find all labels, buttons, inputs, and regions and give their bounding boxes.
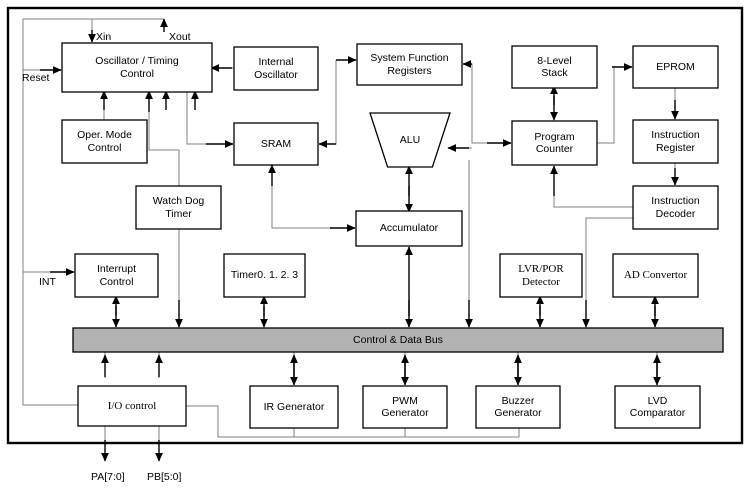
wire-id-to-pc: [553, 173, 633, 208]
block-watch_dog_timer: [135, 185, 222, 230]
block-eight_level_stack: [511, 45, 598, 89]
block-io_control: [77, 385, 187, 427]
block-sram: [233, 122, 319, 166]
block-oscillator_timing_control: [61, 42, 213, 93]
wire-sfr-to-pc: [470, 63, 504, 144]
wire-sfr-col-to-sram: [326, 60, 337, 145]
block-interrupt_control: [74, 253, 159, 298]
block-oper_mode_control: [61, 119, 148, 164]
block-instruction_register: [632, 119, 719, 164]
block-system_function_registers: [356, 43, 463, 86]
block-instruction_decoder: [632, 185, 719, 230]
wire-osc-down-to-sram: [186, 92, 226, 145]
wire-sram-to-acc: [271, 165, 348, 229]
block-program_counter: [511, 120, 598, 166]
block-lvd_comparator: [614, 385, 701, 429]
block-ir_generator: [249, 385, 339, 429]
wire-id-to-bus: [585, 217, 633, 320]
block-lvr_por_detector: [499, 253, 583, 298]
block-alu: [369, 112, 451, 168]
block-timers: [223, 253, 306, 298]
block-ad_convertor: [612, 253, 699, 298]
block-accumulator: [355, 210, 463, 247]
wire-pc-to-eprom: [597, 66, 625, 144]
block-control_data_bus: [72, 327, 724, 353]
block-buzzer_generator: [475, 385, 561, 429]
block-eprom: [632, 45, 719, 89]
outer-frame: [6, 6, 744, 445]
block-internal_oscillator: [233, 46, 319, 91]
wire-left-rail: [22, 19, 78, 406]
wire-io-to-gen-rail: [186, 405, 519, 438]
block-pwm_generator: [362, 385, 448, 429]
wire-wdt-to-osc: [148, 100, 180, 186]
